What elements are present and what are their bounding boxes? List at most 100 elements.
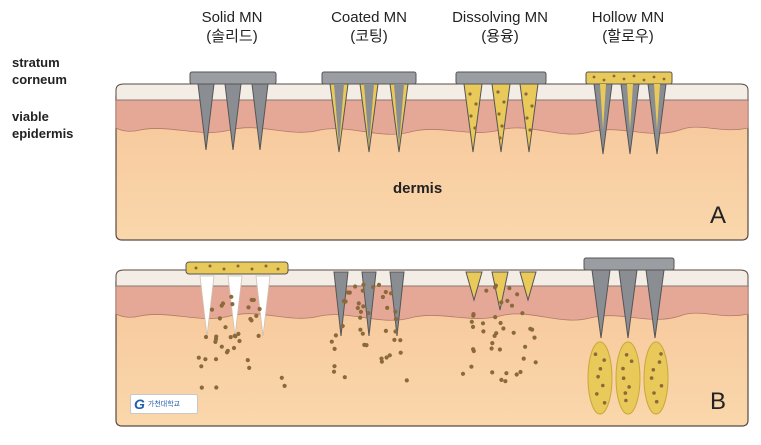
drug-dot [490, 341, 494, 345]
drug-dot [399, 351, 403, 355]
drug-dot [659, 352, 663, 356]
hollow-mn-title: Hollow MN (할로우) [553, 8, 703, 46]
drug-dot [220, 345, 224, 349]
panel-a-letter: A [710, 202, 726, 230]
panel-b-letter: B [710, 388, 726, 416]
drug-dot [220, 304, 224, 308]
drug-dot [280, 376, 284, 380]
logo-mark: G [134, 396, 145, 412]
drug-dot [214, 357, 218, 361]
drug-dot [470, 320, 474, 324]
solid-mn-korean: (솔리드) [157, 27, 307, 46]
drug-dot [330, 340, 334, 344]
drug-dot [493, 315, 497, 319]
drug-dot [490, 346, 494, 350]
drug-dot [504, 371, 508, 375]
drug-dot [237, 339, 241, 343]
drug-dot [596, 375, 600, 379]
drug-dot [371, 285, 375, 289]
solid-mn-title: Solid MN (솔리드) [157, 8, 307, 46]
drug-dot [498, 347, 502, 351]
drug-dot [361, 289, 365, 293]
drug-dot [499, 321, 503, 325]
drug-dot [364, 343, 368, 347]
drug-dot [501, 326, 505, 330]
drug-dot [510, 304, 514, 308]
drug-dot [252, 298, 256, 302]
university-logo: G 가천대학교 [130, 394, 198, 414]
drug-dot [405, 378, 409, 382]
drug-dot [236, 332, 240, 336]
drug-dot [334, 333, 338, 337]
drug-dot [471, 314, 475, 318]
drug-dot [333, 347, 337, 351]
drug-dot [254, 314, 258, 318]
drug-dot [481, 321, 485, 325]
drug-dot [515, 372, 519, 376]
drug-dot [393, 329, 397, 333]
drug-dot [522, 357, 526, 361]
drug-dot [357, 301, 361, 305]
drug-dot [534, 360, 538, 364]
drug-dot [343, 375, 347, 379]
hollow-mn-name: Hollow MN [553, 8, 703, 27]
coated-mn-name: Coated MN [294, 8, 444, 27]
drug-dot [621, 367, 625, 371]
drug-dot [469, 365, 473, 369]
drug-dot [507, 286, 511, 290]
drug-dot [214, 385, 218, 389]
drug-dot [377, 283, 381, 287]
drug-dot [257, 334, 261, 338]
drug-dot [342, 299, 346, 303]
drug-dot [230, 302, 234, 306]
drug-dot [472, 349, 476, 353]
drug-dot [229, 295, 233, 299]
drug-dot [379, 357, 383, 361]
drug-dot [389, 291, 393, 295]
drug-dot [232, 346, 236, 350]
drug-dot [218, 316, 222, 320]
drug-dot [484, 289, 488, 293]
drug-dot [625, 353, 629, 357]
drug-dot [381, 295, 385, 299]
drug-dot [348, 291, 352, 295]
drug-dot [358, 328, 362, 332]
drug-dot [532, 336, 536, 340]
solid-mn-name: Solid MN [157, 8, 307, 27]
drug-dot [594, 352, 598, 356]
drug-dot [394, 317, 398, 321]
drug-dot [332, 364, 336, 368]
drug-dot [366, 311, 370, 315]
drug-dot [214, 337, 218, 341]
drug-dot [627, 385, 631, 389]
drug-dot [204, 335, 208, 339]
drug-dot [595, 392, 599, 396]
drug-dot [602, 358, 606, 362]
logo-text: 가천대학교 [148, 399, 180, 409]
stratum-corneum-label: stratum corneum [12, 54, 67, 88]
drug-dot [197, 356, 201, 360]
drug-dot [384, 290, 388, 294]
drug-dot [624, 399, 628, 403]
drug-dot [658, 360, 662, 364]
drug-dot [384, 329, 388, 333]
viable-epidermis-label: viable epidermis [12, 108, 73, 142]
drug-dot [361, 304, 365, 308]
drug-dot [512, 331, 516, 335]
drug-dot [461, 372, 465, 376]
drug-dot [359, 310, 363, 314]
drug-dot [523, 345, 527, 349]
coated-mn-korean: (코팅) [294, 27, 444, 46]
drug-dot [481, 329, 485, 333]
drug-dot [210, 308, 214, 312]
drug-dot [599, 367, 603, 371]
drug-dot [223, 325, 227, 329]
dermis-label: dermis [393, 180, 442, 197]
drug-dot [499, 300, 503, 304]
drug-dot [630, 359, 634, 363]
drug-dot [660, 384, 664, 388]
drug-dot [229, 335, 233, 339]
drug-dot [225, 350, 229, 354]
drug-dot [246, 305, 250, 309]
